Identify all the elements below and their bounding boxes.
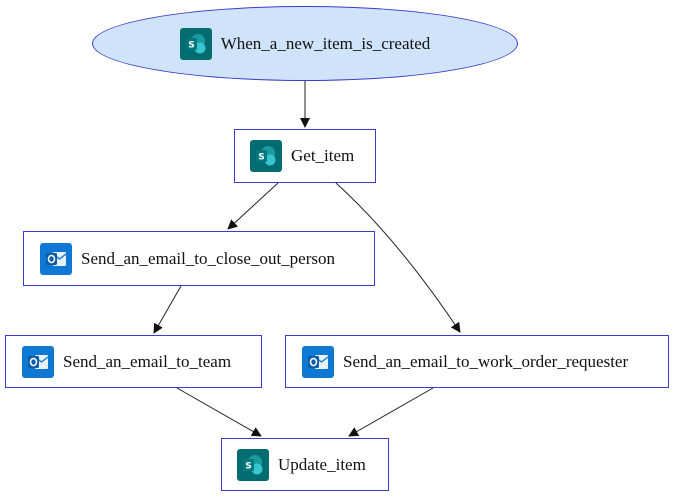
- edge-get-item-to-requester: [335, 182, 461, 333]
- edge-team-to-update: [176, 387, 262, 437]
- node-email-team[interactable]: Send_an_email_to_team: [5, 335, 262, 388]
- edge-requester-to-update: [348, 387, 434, 437]
- outlook-icon: [40, 242, 72, 275]
- node-email-requester[interactable]: Send_an_email_to_work_order_requester: [285, 335, 669, 388]
- node-email-close-out[interactable]: Send_an_email_to_close_out_person: [23, 231, 375, 286]
- outlook-icon: [302, 345, 334, 378]
- node-get-item[interactable]: S Get_item: [234, 129, 376, 183]
- svg-text:S: S: [258, 153, 264, 163]
- svg-text:S: S: [188, 40, 194, 50]
- node-label: Update_item: [278, 454, 366, 474]
- node-label: When_a_new_item_is_created: [220, 33, 431, 53]
- sharepoint-icon: S: [237, 448, 269, 481]
- outlook-icon: [22, 345, 54, 378]
- svg-text:S: S: [245, 461, 251, 471]
- node-label: Send_an_email_to_work_order_requester: [343, 351, 629, 371]
- node-label: Send_an_email_to_close_out_person: [81, 248, 336, 268]
- edge-get-item-to-close-out: [227, 182, 279, 230]
- sharepoint-icon: S: [250, 140, 282, 172]
- sharepoint-icon: S: [179, 27, 212, 60]
- edge-close-out-to-team: [153, 285, 182, 334]
- node-update-item[interactable]: S Update_item: [221, 438, 389, 491]
- node-label: Send_an_email_to_team: [63, 351, 232, 371]
- node-label: Get_item: [291, 146, 355, 165]
- node-trigger[interactable]: S When_a_new_item_is_created: [92, 6, 518, 81]
